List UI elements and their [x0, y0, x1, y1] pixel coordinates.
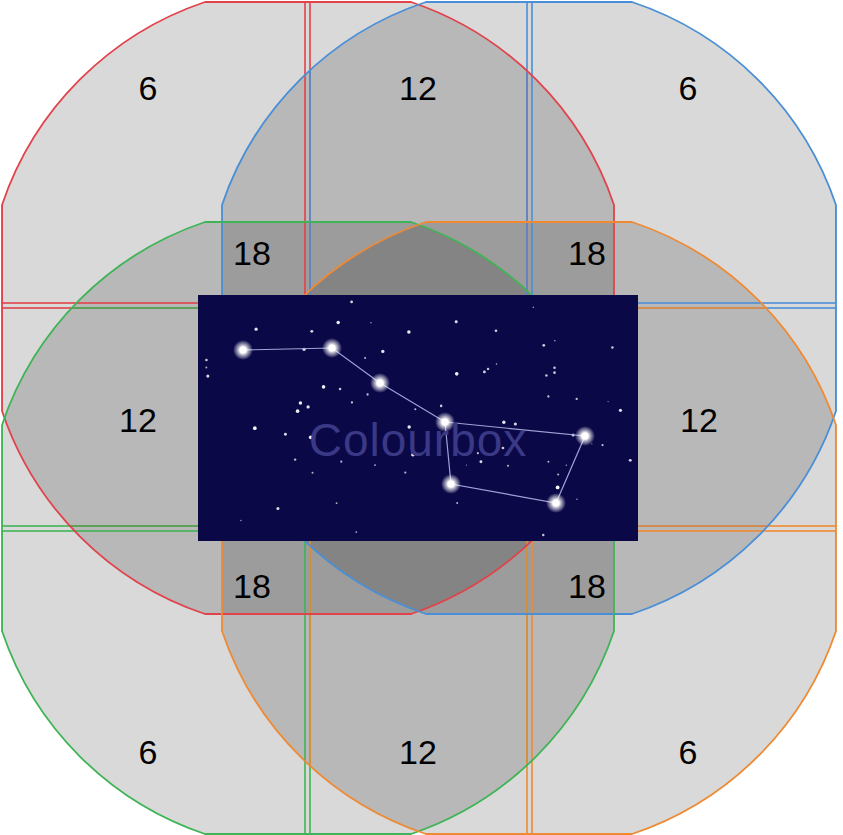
star-dot: [556, 486, 560, 490]
overlap-count: 18: [233, 569, 271, 603]
dipper-lines: [243, 348, 585, 503]
star-dot: [240, 520, 241, 521]
star-dot: [507, 465, 509, 467]
star-dot: [350, 300, 353, 303]
star-dot: [296, 409, 300, 413]
star-dot: [312, 472, 314, 474]
star-dot: [455, 320, 458, 323]
star-dot: [253, 426, 257, 430]
faint-stars: [205, 300, 632, 536]
star-dot: [306, 405, 309, 408]
overlap-count: 6: [139, 735, 158, 769]
star-dot: [374, 464, 376, 466]
overlap-count: 18: [568, 569, 606, 603]
overlap-count: 18: [233, 236, 271, 270]
night-sky: [198, 295, 638, 541]
star-dot: [205, 359, 208, 362]
watermark: Colourbox: [309, 417, 528, 463]
star-dot: [557, 473, 559, 475]
star-dot: [299, 401, 302, 404]
star-dot: [455, 372, 459, 376]
overlap-count: 6: [139, 71, 158, 105]
star-dot: [483, 371, 486, 374]
star-dot: [576, 398, 578, 400]
star-dot: [542, 534, 544, 536]
star-dot: [629, 459, 632, 462]
star-dot: [294, 458, 296, 460]
star-dot: [496, 363, 498, 365]
star-dot: [554, 340, 556, 342]
star-dot: [547, 395, 549, 397]
overlap-count: 12: [680, 403, 718, 437]
star-dot: [414, 408, 416, 410]
star-dot: [336, 502, 338, 504]
star-dot: [553, 371, 556, 374]
star-dot: [381, 350, 384, 353]
star-dot: [276, 507, 279, 510]
star-dot: [553, 367, 556, 370]
star-dot: [364, 357, 366, 359]
star-dot: [456, 502, 458, 504]
star-dot: [366, 393, 368, 395]
overlap-count: 12: [399, 735, 437, 769]
star-dot: [254, 328, 257, 331]
star-dot: [351, 401, 353, 403]
dipper-stars: [233, 338, 595, 513]
star-dot: [466, 464, 467, 465]
star-dot: [545, 374, 547, 376]
star-dot: [601, 444, 603, 446]
overlap-count: 6: [679, 735, 698, 769]
overlap-count: 12: [119, 403, 157, 437]
star-dot: [404, 472, 406, 474]
star-dot: [322, 385, 326, 389]
star-dot: [495, 329, 498, 332]
star-dot: [205, 367, 207, 369]
star-dot: [336, 321, 340, 325]
star-dot: [487, 368, 489, 370]
overlap-count: 18: [568, 236, 606, 270]
star-dot: [440, 405, 443, 408]
star-dot: [576, 498, 577, 499]
star-dot: [611, 346, 614, 349]
overlap-count: 6: [679, 71, 698, 105]
star-dot: [206, 375, 209, 378]
star-dot: [339, 388, 342, 391]
star-dot: [566, 465, 567, 466]
star-dot: [542, 344, 545, 347]
star-dot: [370, 322, 372, 324]
overlap-count: 12: [399, 71, 437, 105]
constellation-picture: [198, 295, 638, 541]
star-dot: [355, 531, 357, 533]
star-dot: [619, 409, 622, 412]
star-dot: [533, 306, 535, 308]
star-dot: [547, 461, 549, 463]
star-dot: [407, 330, 411, 334]
star-dot: [284, 433, 287, 436]
star-dot: [607, 401, 608, 402]
star-dot: [310, 330, 313, 333]
